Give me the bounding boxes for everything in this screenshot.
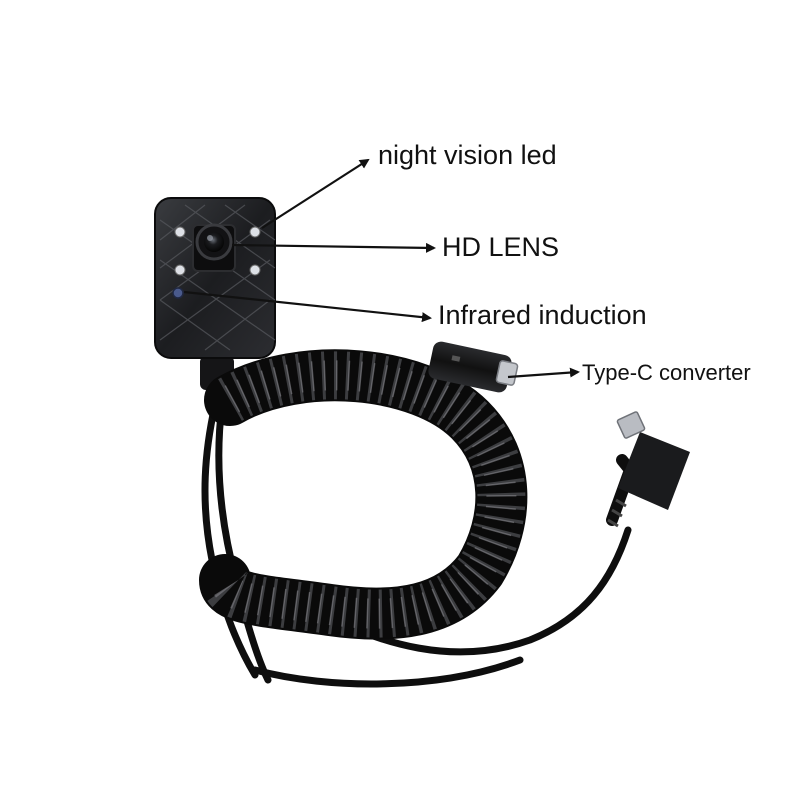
label-hd-lens: HD LENS <box>442 232 560 262</box>
arrow-hd-lens <box>231 242 436 253</box>
arrow-type-c-converter <box>507 367 580 379</box>
arrow-infrared-induction <box>183 290 432 323</box>
arrow-night-vision-led <box>261 158 370 229</box>
label-night-vision-led: night vision led <box>378 140 557 170</box>
led-bottom-right <box>249 264 261 276</box>
led-bottom-left <box>174 264 186 276</box>
callout-arrows <box>183 158 580 379</box>
led-top-left <box>174 226 186 238</box>
type-c-converter <box>428 341 519 393</box>
label-type-c-converter: Type-C converter <box>582 360 751 385</box>
straight-cable <box>201 401 632 688</box>
micro-usb-plug <box>606 411 690 528</box>
label-infrared-induction: Infrared induction <box>438 300 647 330</box>
led-top-right <box>249 226 261 238</box>
camera-lens <box>192 223 236 272</box>
camera-body <box>154 197 276 359</box>
coiled-cable <box>199 349 528 640</box>
infrared-sensor <box>172 287 184 299</box>
